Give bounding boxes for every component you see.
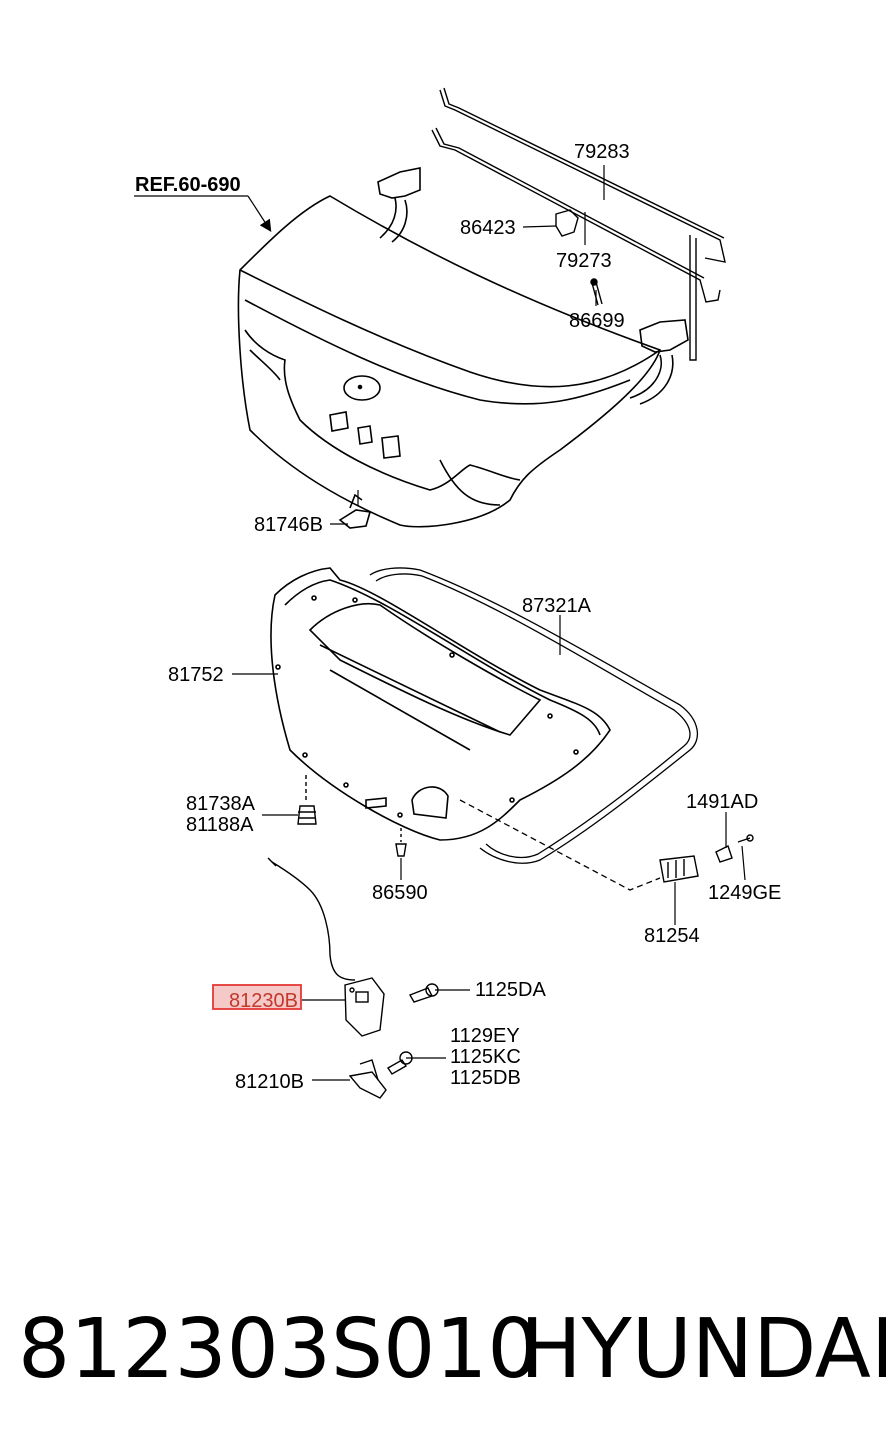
- torsion-rods: [431, 87, 726, 361]
- callout-79273[interactable]: 79273: [556, 250, 612, 272]
- callout-1249ge[interactable]: 1249GE: [708, 882, 781, 904]
- callout-81746b[interactable]: 81746B: [254, 514, 323, 536]
- callout-1125kc[interactable]: 1125KC: [450, 1046, 521, 1068]
- small-parts-bottom: [267, 775, 754, 1099]
- callout-81188a[interactable]: 81188A: [186, 814, 254, 836]
- callout-79283[interactable]: 79283: [574, 141, 630, 163]
- part-number-title: 812303S010: [18, 1302, 540, 1397]
- trim-panel-drawing: [270, 567, 611, 841]
- callout-81230b-highlighted[interactable]: 81230B: [229, 990, 298, 1012]
- weatherstrip-drawing: [369, 567, 699, 891]
- callout-81752[interactable]: 81752: [168, 664, 224, 686]
- callout-86699[interactable]: 86699: [569, 310, 625, 332]
- parts-diagram: REF.60-690 79283 86423 79273 86699 81746…: [134, 87, 781, 1099]
- callout-1129ey[interactable]: 1129EY: [450, 1025, 520, 1047]
- callout-87321a[interactable]: 87321A: [522, 595, 592, 617]
- callout-1491ad[interactable]: 1491AD: [686, 791, 758, 813]
- footer: 812303S010 HYUNDAI: [0, 1290, 886, 1410]
- callout-81254[interactable]: 81254: [644, 925, 700, 947]
- trunk-lid-drawing: [237, 167, 689, 529]
- brand-name: HYUNDAI: [520, 1302, 886, 1397]
- callout-1125da[interactable]: 1125DA: [475, 979, 546, 1001]
- leader-lines: [134, 165, 746, 1081]
- callout-86423[interactable]: 86423: [460, 217, 516, 239]
- callout-1125db[interactable]: 1125DB: [450, 1067, 521, 1089]
- highlight-box[interactable]: [212, 984, 302, 1010]
- callout-81738a[interactable]: 81738A: [186, 793, 256, 815]
- callout-86590[interactable]: 86590: [372, 882, 428, 904]
- callout-81210b[interactable]: 81210B: [235, 1071, 304, 1093]
- ref-label: REF.60-690: [135, 174, 241, 196]
